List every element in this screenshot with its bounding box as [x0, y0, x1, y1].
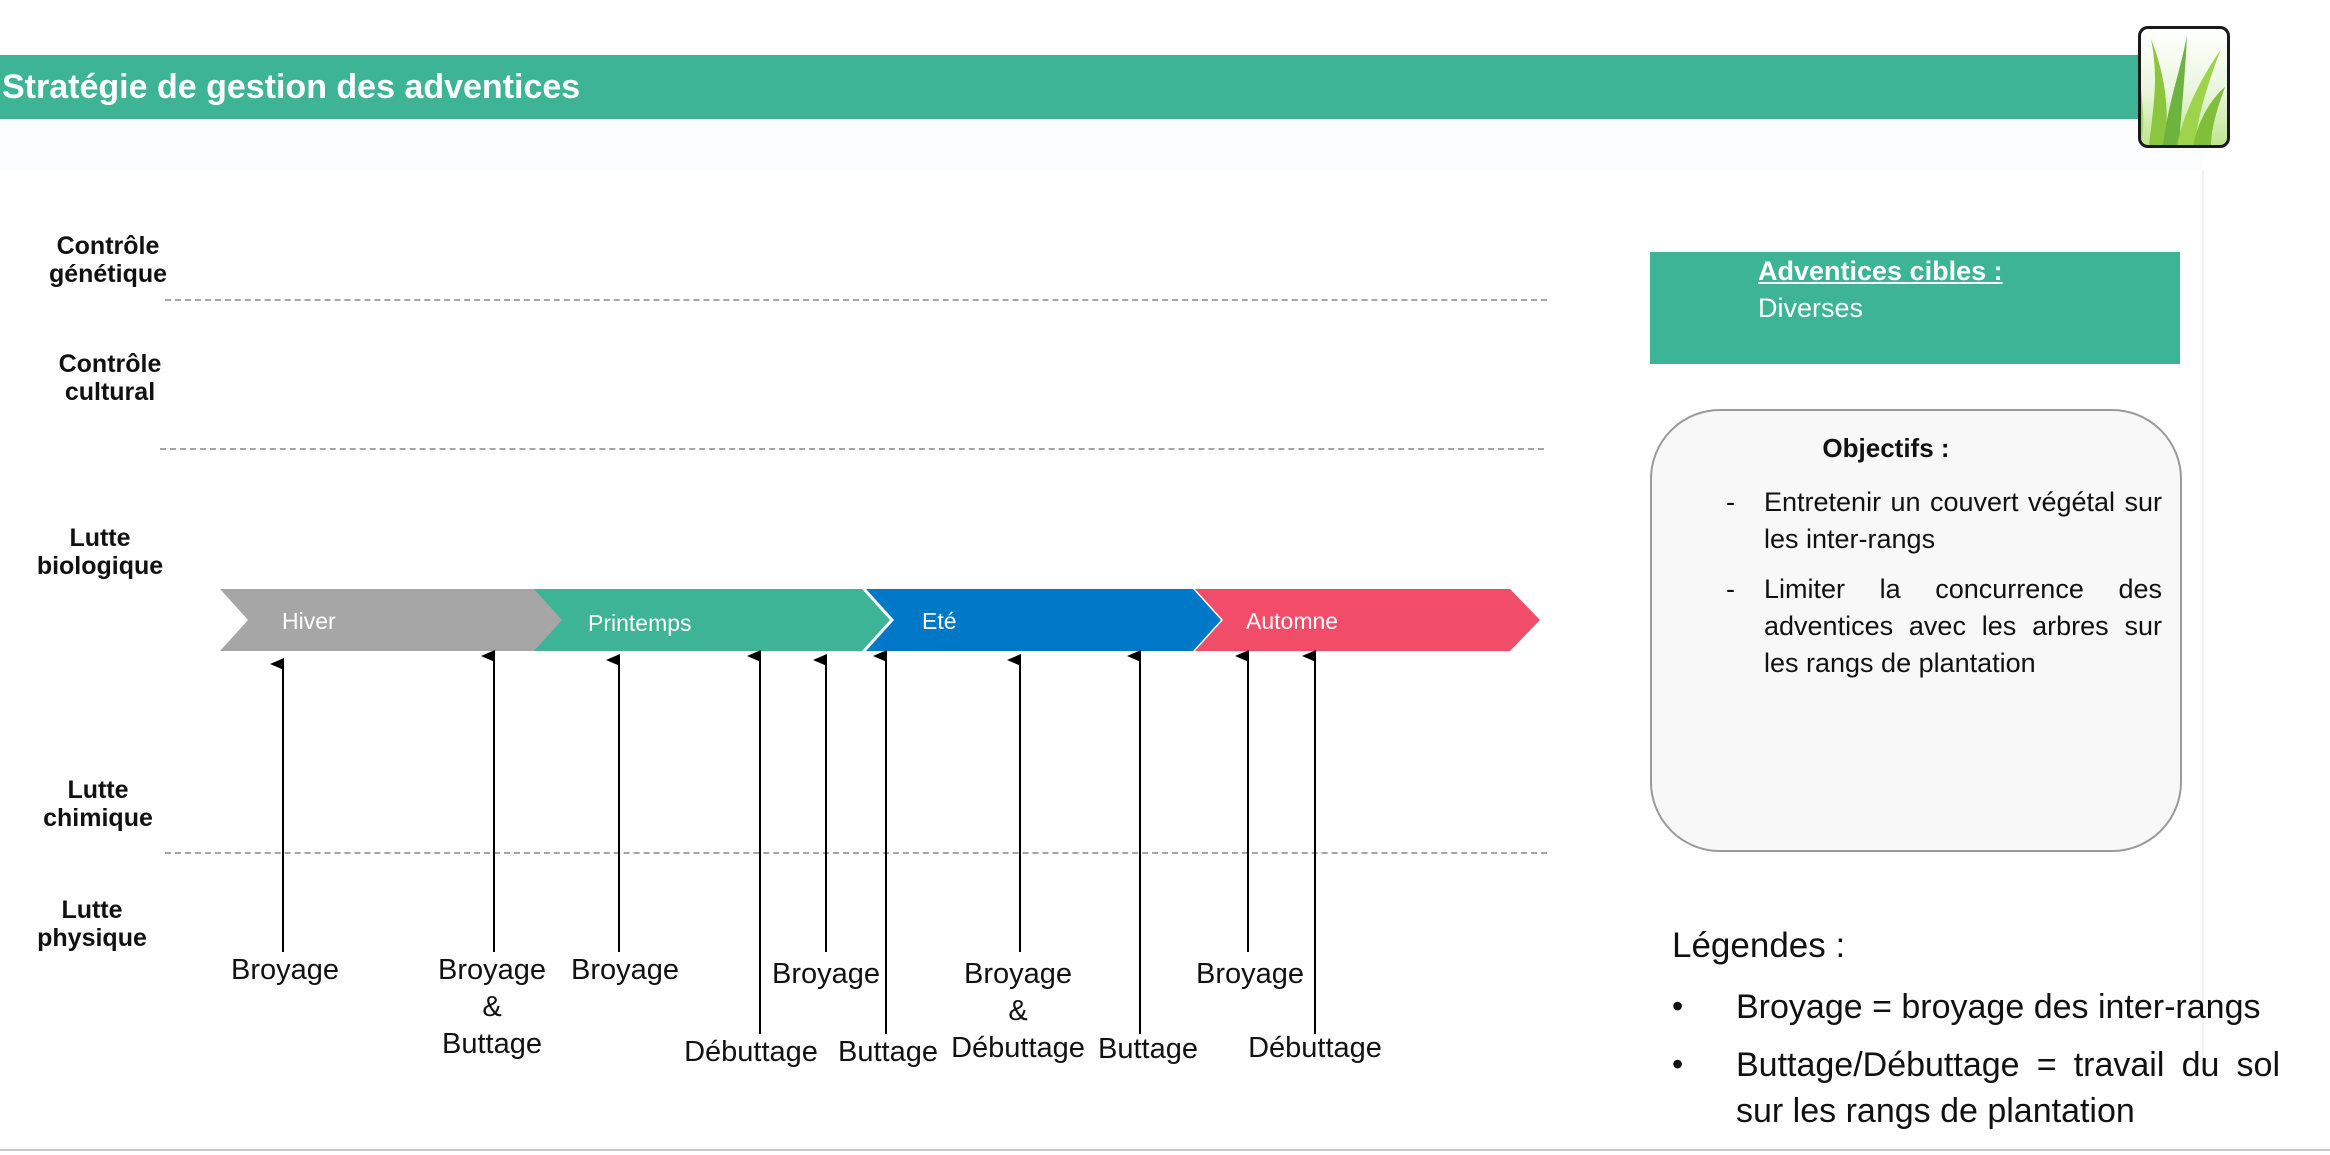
intervention-label: Broyage	[230, 954, 339, 986]
legend-item: Buttage/Débuttage = travail du sol sur l…	[1736, 1046, 2280, 1130]
season-hiver-label: Hiver	[282, 608, 336, 634]
season-automne-chevron	[1195, 589, 1540, 651]
objective-item: Limiter la concurrence des adventices av…	[1764, 574, 2162, 678]
season-timeline: Hiver Printemps Eté Automne	[220, 589, 1540, 1034]
objective-bullet: -	[1726, 487, 1735, 517]
season-automne-label: Automne	[1246, 608, 1338, 634]
legend-title: Légendes :	[1672, 926, 1846, 965]
row-separator	[165, 299, 1547, 301]
header-band	[0, 119, 2202, 170]
season-printemps-chevron	[534, 589, 890, 651]
legend-bullet: •	[1672, 1046, 1684, 1082]
intervention-label: Broyage	[1195, 958, 1304, 990]
intervention-label: Débuttage	[1248, 1032, 1382, 1064]
objective-item: Entretenir un couvert végétal sur les in…	[1764, 487, 2162, 554]
slide-bottom-border	[0, 1149, 2330, 1151]
objectives-title: Objectifs :	[1822, 433, 1950, 463]
intervention-label: Buttage	[838, 1036, 938, 1068]
legend-bullet: •	[1672, 988, 1684, 1024]
season-printemps-label: Printemps	[588, 610, 692, 636]
season-ete-chevron	[866, 589, 1221, 651]
objectives-box: Objectifs : - Entretenir un couvert végé…	[1650, 409, 2182, 852]
target-weeds-title: Adventices cibles :	[1758, 256, 2003, 286]
intervention-label: Débuttage	[684, 1036, 818, 1068]
intervention-label: Broyage & Débuttage	[951, 958, 1085, 1064]
season-ete-label: Eté	[922, 608, 957, 634]
target-weeds-box: Adventices cibles : Diverses	[1650, 252, 2180, 364]
row-separator	[165, 852, 1547, 854]
intervention-label: Broyage & Buttage	[437, 954, 546, 1060]
row-separator	[160, 448, 1544, 450]
objective-bullet: -	[1726, 574, 1735, 604]
page-title: Stratégie de gestion des adventices	[0, 55, 2140, 119]
intervention-label: Broyage	[771, 958, 880, 990]
target-weeds-value: Diverses	[1758, 293, 1864, 323]
grass-logo-icon	[2138, 26, 2230, 148]
legend-item: Broyage = broyage des inter-rangs	[1736, 988, 2261, 1026]
season-hiver-chevron	[220, 589, 568, 651]
intervention-label: Broyage	[570, 954, 679, 986]
intervention-label: Buttage	[1098, 1033, 1198, 1065]
